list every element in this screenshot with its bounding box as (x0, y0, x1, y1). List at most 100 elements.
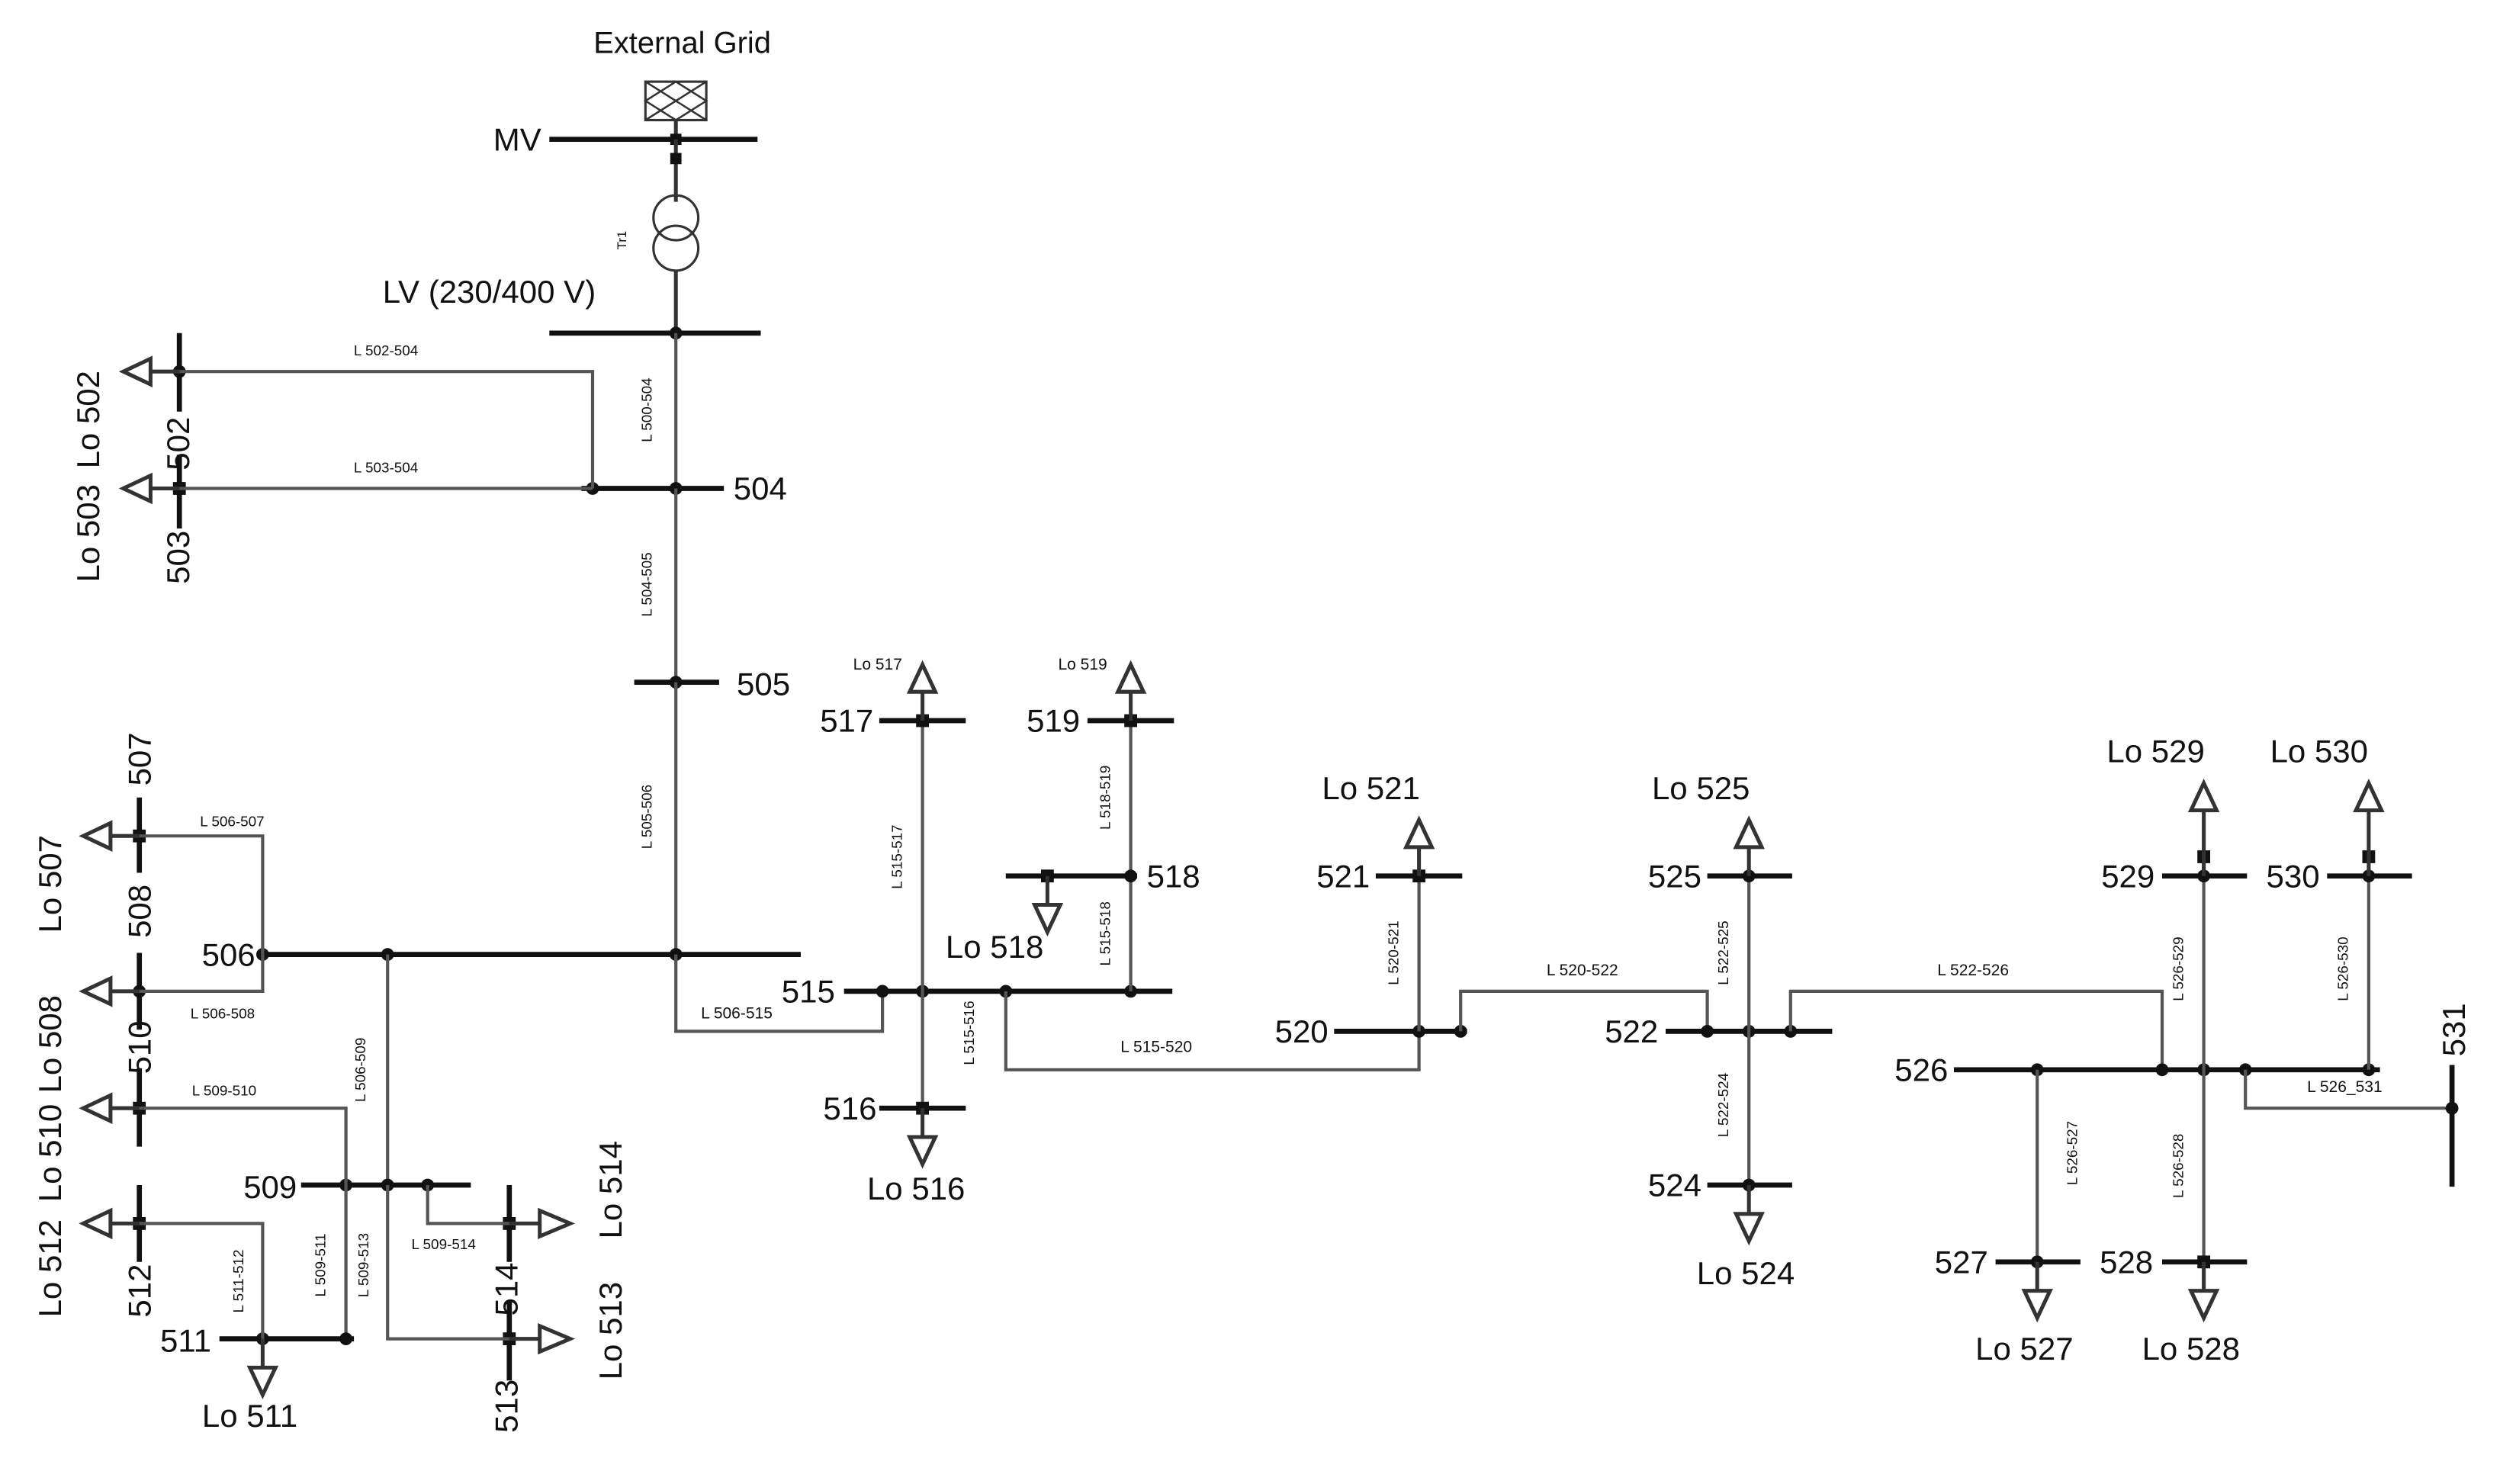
line-label-l509-510: L 509-510 (192, 1083, 256, 1099)
load-519-label: Lo 519 (1058, 656, 1107, 673)
bus-502-label: 502 (160, 417, 196, 471)
bus-521-label: 521 (1316, 858, 1370, 894)
load-513-icon[interactable] (538, 1323, 576, 1355)
load-529-label: Lo 529 (2106, 734, 2204, 769)
load-503-icon[interactable] (118, 472, 153, 505)
load-519-icon[interactable] (1114, 660, 1147, 694)
bus-517-label: 517 (820, 703, 873, 739)
line-label-l518-519: L 518-519 (1097, 766, 1113, 830)
bus-519-label: 519 (1027, 703, 1080, 739)
load-508-icon[interactable] (79, 975, 113, 1007)
bus-510-label: 510 (121, 1020, 157, 1074)
load-527-label: Lo 527 (1975, 1331, 2073, 1367)
load-517-label: Lo 517 (853, 656, 902, 673)
line-label-l520-522: L 520-522 (1547, 962, 1618, 979)
load-511-icon[interactable] (246, 1365, 279, 1400)
load-524-label: Lo 524 (1697, 1255, 1795, 1291)
bus-514-label: 514 (488, 1262, 524, 1315)
load-512-icon[interactable] (79, 1207, 113, 1240)
load-518-label: Lo 518 (946, 929, 1043, 965)
bus-504-label: 504 (734, 471, 787, 506)
bus-527-label: 527 (1935, 1245, 1988, 1280)
line-label-l526-530: L 526-530 (2336, 936, 2352, 1001)
transformer-label: Tr1 (615, 231, 629, 250)
bus-513-label: 513 (488, 1380, 524, 1433)
load-514-icon[interactable] (538, 1207, 576, 1239)
load-521-icon[interactable] (1403, 815, 1435, 850)
bus-529-label: 529 (2101, 858, 2155, 894)
bus-528-label: 528 (2100, 1245, 2153, 1280)
line-label-l502-504: L 502-504 (354, 343, 418, 359)
external-grid-label: External Grid (593, 26, 771, 59)
line-label-l526-528: L 526-528 (2171, 1134, 2187, 1198)
load-516-icon[interactable] (906, 1135, 939, 1169)
bus-511-label: 511 (160, 1322, 211, 1358)
load-530-label: Lo 530 (2270, 734, 2368, 769)
bus-525-label: 525 (1648, 858, 1701, 894)
bus-mv-label: MV (493, 121, 541, 157)
line-label-l509-511: L 509-511 (313, 1234, 329, 1297)
line-label-l503-504: L 503-504 (354, 461, 418, 477)
line-label-l506-515: L 506-515 (701, 1005, 773, 1023)
load-530-icon[interactable] (2353, 778, 2385, 813)
load-512-label: Lo 512 (32, 1219, 68, 1317)
line-label-l515-518: L 515-518 (1097, 901, 1113, 965)
bus-518-label: 518 (1147, 858, 1200, 894)
load-525-label: Lo 525 (1652, 770, 1750, 806)
load-513-label: Lo 513 (593, 1282, 628, 1380)
load-527-icon[interactable] (2021, 1289, 2053, 1323)
load-511-label: Lo 511 (202, 1398, 297, 1434)
load-508-label: Lo 508 (32, 995, 68, 1093)
load-507-icon[interactable] (79, 820, 113, 852)
load-507-label: Lo 507 (32, 835, 68, 933)
line-label-l504-505: L 504-505 (640, 552, 656, 616)
bus-520-label: 520 (1275, 1013, 1329, 1049)
bus-530-label: 530 (2266, 858, 2319, 894)
bus-506-label: 506 (202, 936, 255, 972)
bus-508-label: 508 (121, 885, 157, 938)
line-label-l506-509: L 506-509 (353, 1038, 369, 1102)
load-517-icon[interactable] (906, 660, 939, 694)
line-label-l526-531: L 526_531 (2307, 1078, 2383, 1096)
load-529-icon[interactable] (2187, 778, 2220, 813)
load-502-icon[interactable] (118, 355, 153, 387)
line-label-l520-521: L 520-521 (1386, 920, 1402, 985)
load-510-label: Lo 510 (32, 1104, 68, 1202)
line-label-l506-508: L 506-508 (191, 1007, 255, 1023)
load-516-label: Lo 516 (867, 1171, 965, 1206)
load-502-label: Lo 502 (70, 371, 106, 468)
line-label-l509-513: L 509-513 (356, 1233, 372, 1297)
transformer-icon[interactable] (652, 194, 700, 272)
line-label-l526-527: L 526-527 (2065, 1121, 2081, 1185)
load-521-label: Lo 521 (1322, 770, 1419, 806)
load-525-icon[interactable] (1733, 815, 1765, 850)
bus-516-label: 516 (823, 1091, 876, 1126)
load-518-icon[interactable] (1031, 902, 1064, 937)
load-514-label: Lo 514 (593, 1141, 628, 1238)
bus-526-label: 526 (1894, 1052, 1948, 1087)
load-503-label: Lo 503 (70, 484, 106, 582)
load-528-icon[interactable] (2187, 1289, 2220, 1323)
bus-lv-label: LV (230/400 V) (383, 274, 596, 310)
bus-512-label: 512 (121, 1264, 157, 1318)
line-label-l515-517: L 515-517 (889, 824, 905, 888)
load-524-icon[interactable] (1733, 1212, 1765, 1246)
bus-509-label: 509 (243, 1169, 297, 1205)
bus-522-label: 522 (1605, 1013, 1658, 1049)
load-510-icon[interactable] (79, 1092, 113, 1124)
bus-531-label: 531 (2436, 1003, 2472, 1056)
line-label-l522-526: L 522-526 (1937, 962, 2009, 979)
bus-505-label: 505 (737, 666, 790, 702)
line-label-l526-529: L 526-529 (2171, 936, 2187, 1001)
line-label-l515-520: L 515-520 (1120, 1039, 1192, 1056)
bus-507-label: 507 (121, 732, 157, 785)
load-528-label: Lo 528 (2142, 1331, 2240, 1367)
bus-524-label: 524 (1648, 1168, 1701, 1203)
line-label-l511-512: L 511-512 (231, 1250, 247, 1313)
line-label-l522-525: L 522-525 (1716, 920, 1732, 985)
bus-515-label: 515 (782, 974, 835, 1010)
line-label-l506-507: L 506-507 (200, 814, 264, 830)
line-label-l509-514: L 509-514 (412, 1237, 476, 1253)
line-label-l505-506: L 505-506 (640, 785, 656, 849)
